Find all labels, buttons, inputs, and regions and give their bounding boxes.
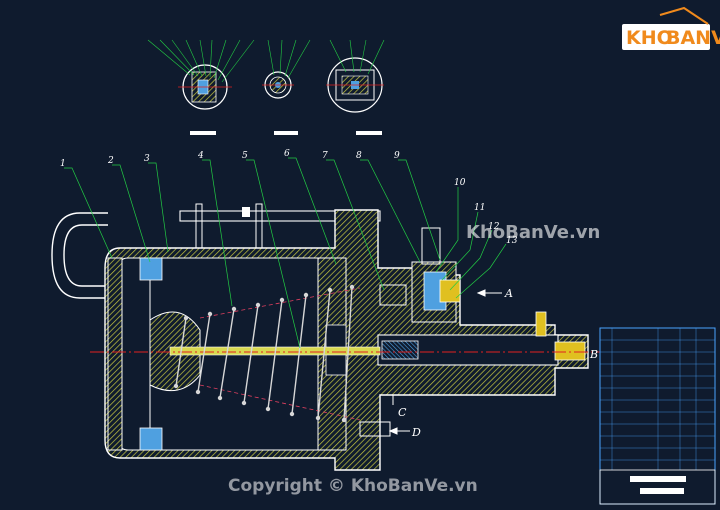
detail-view-middle <box>262 39 311 135</box>
callout-11: 11 <box>474 203 485 213</box>
port-label-d: D <box>411 426 421 439</box>
callout-6: 6 <box>284 149 290 159</box>
parts-list-table <box>599 327 716 505</box>
callout-2: 2 <box>107 156 114 166</box>
callout-1: 1 <box>60 159 66 169</box>
logo-brand-right: BANVE <box>666 27 720 49</box>
callout-12: 12 <box>488 222 500 232</box>
port-label-a: A <box>504 287 513 300</box>
watermark-center: KhoBanVe.vn <box>466 222 600 243</box>
port-label-b: B <box>589 348 598 361</box>
callout-10: 10 <box>454 178 466 188</box>
callout-3: 3 <box>144 154 150 164</box>
callout-4: 4 <box>197 151 204 161</box>
flow-arrows <box>388 289 502 435</box>
callout-13: 13 <box>506 236 518 246</box>
logo-brand-left: KHO <box>626 27 673 49</box>
callout-labels: 1 2 3 4 5 6 7 8 9 10 11 12 13 A B C D <box>60 149 598 439</box>
leader-lines <box>64 157 507 349</box>
watermark-copyright: Copyright © KhoBanVe.vn <box>228 476 478 496</box>
main-assembly <box>51 203 600 471</box>
callout-9: 9 <box>394 151 400 161</box>
kho-ban-ve-logo: KHO BANVE <box>622 6 720 50</box>
callout-7: 7 <box>322 151 328 161</box>
detail-view-right <box>326 39 385 135</box>
callout-8: 8 <box>356 151 362 161</box>
detail-view-left <box>147 39 255 135</box>
port-label-c: C <box>398 406 407 419</box>
callout-5: 5 <box>242 151 248 161</box>
